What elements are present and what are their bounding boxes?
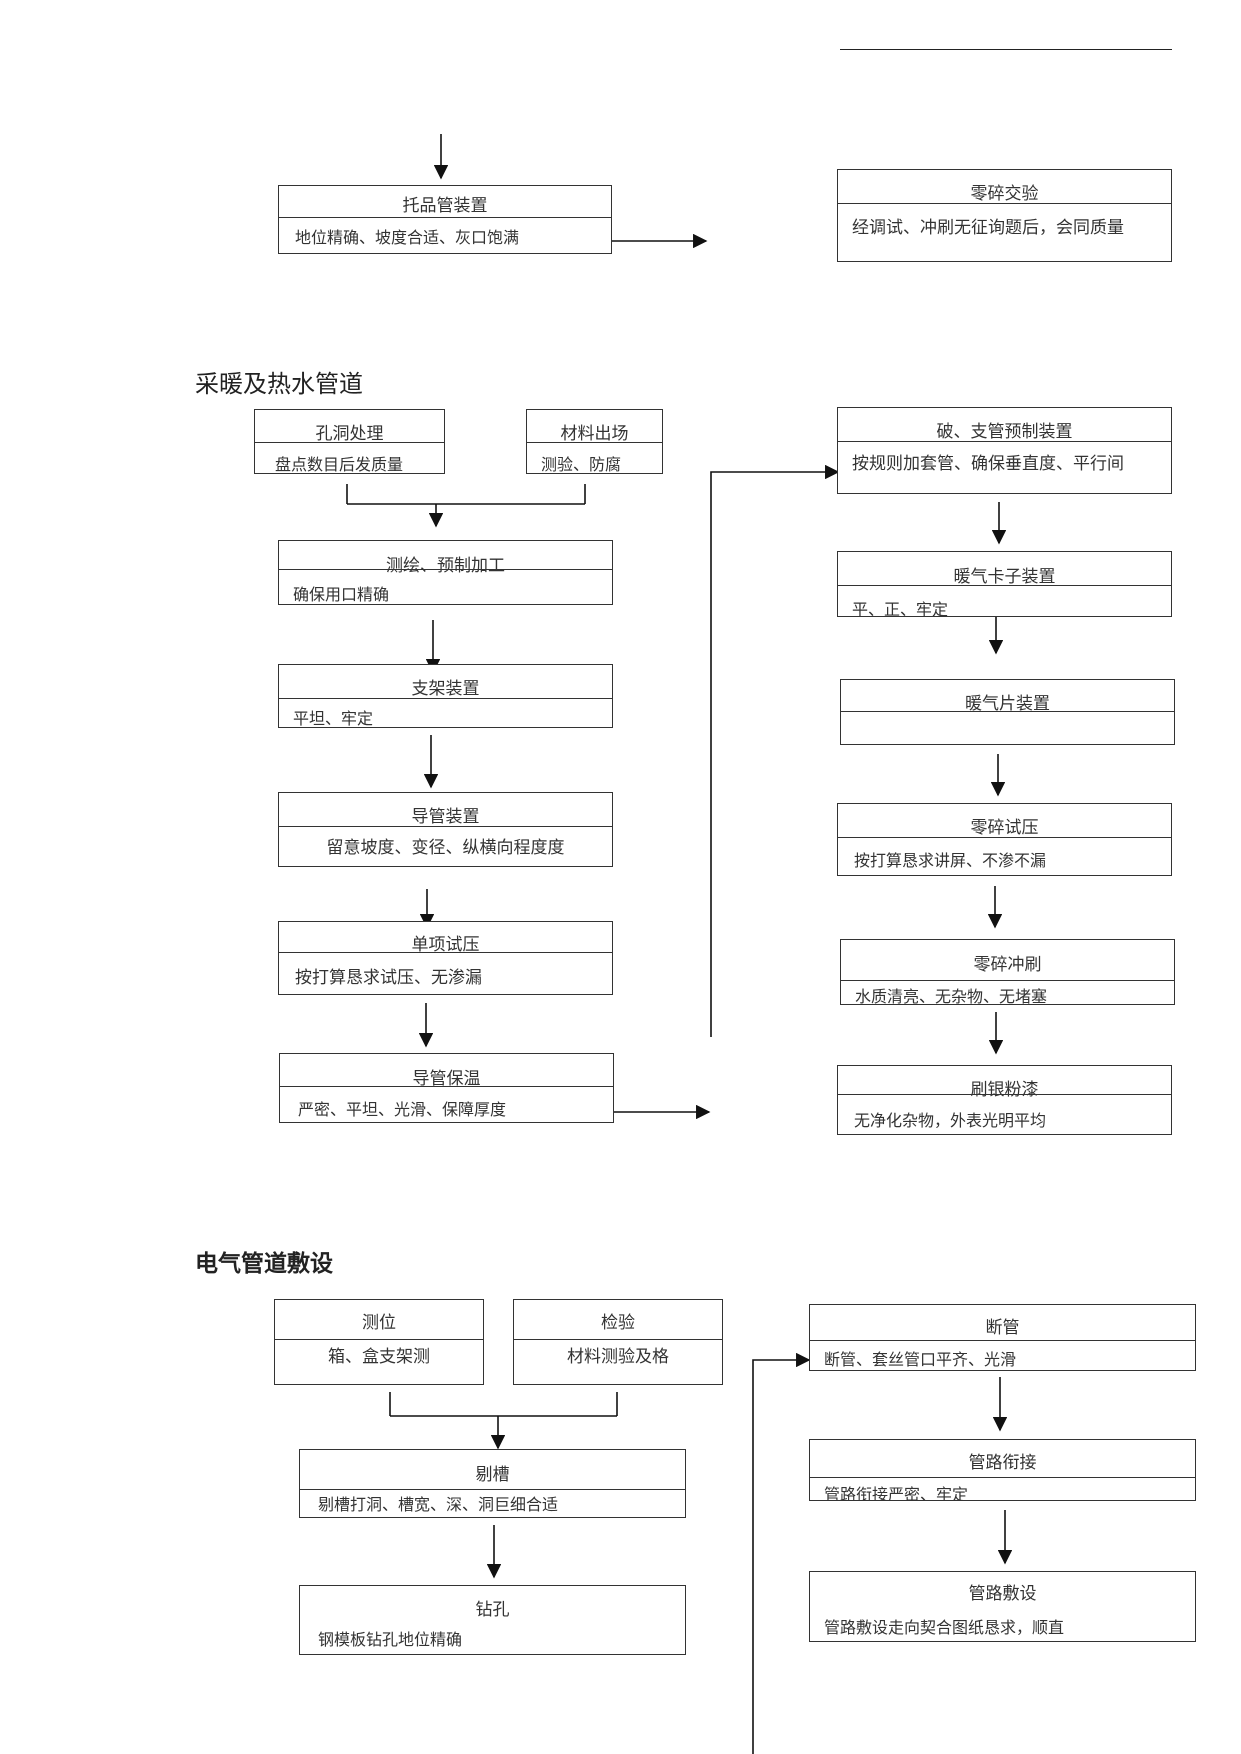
flow-box-daoguan: 导管装置 留意坡度、变径、纵横向程度度 bbox=[278, 792, 613, 867]
box-desc: 平、正、牢定 bbox=[852, 600, 949, 617]
header-rule bbox=[840, 49, 1172, 50]
box-desc: 地位精确、坡度合适、灰口饱满 bbox=[295, 228, 520, 247]
box-title: 导管保温 bbox=[412, 1069, 481, 1089]
box-title: 管路敷设 bbox=[968, 1584, 1037, 1604]
flow-box-kongdong: 孔洞处理 盘点数目后发质量 bbox=[254, 409, 445, 474]
box-divider bbox=[280, 1086, 613, 1087]
box-title: 断管 bbox=[985, 1318, 1020, 1338]
flow-box-shiya: 零碎试压 按打算恳求讲屏、不渗不漏 bbox=[837, 803, 1172, 876]
flow-box-cehui: 测绘、预制加工 确保用口精确 bbox=[278, 540, 613, 605]
box-desc: 确保用口精确 bbox=[293, 585, 390, 604]
flow-box-zuankong: 钻孔 钢模板钻孔地位精确 bbox=[299, 1585, 686, 1655]
box-title: 管路衔接 bbox=[968, 1453, 1037, 1473]
box-desc: 留意坡度、变径、纵横向程度度 bbox=[326, 838, 565, 858]
box-desc: 按打算恳求试压、无渗漏 bbox=[295, 968, 482, 988]
flow-box-cewei: 测位 箱、盒支架测 bbox=[274, 1299, 484, 1385]
box-divider bbox=[300, 1489, 685, 1490]
box-title: 测位 bbox=[362, 1313, 396, 1333]
box-desc: 管路敷设走向契合图纸恳求，顺直 bbox=[824, 1618, 1065, 1637]
box-desc: 断管、套丝管口平齐、光滑 bbox=[824, 1350, 1017, 1369]
flow-box-baowen: 导管保温 严密、平坦、光滑、保障厚度 bbox=[279, 1053, 614, 1123]
box-divider bbox=[810, 1340, 1195, 1341]
flow-box-zhiguan: 破、支管预制装置 按规则加套管、确保垂直度、平行间 bbox=[837, 407, 1172, 494]
box-desc: 测验、防腐 bbox=[541, 455, 622, 474]
box-desc: 管路衔接严密、牢定 bbox=[824, 1485, 969, 1501]
box-divider bbox=[527, 442, 662, 443]
flow-box-nuanqipian: 暖气片装置 bbox=[840, 679, 1175, 745]
box-title: 测绘、预制加工 bbox=[386, 556, 505, 576]
box-title: 孔洞处理 bbox=[315, 424, 384, 444]
flow-box-duanguan: 断管 断管、套丝管口平齐、光滑 bbox=[809, 1304, 1196, 1371]
box-desc: 无净化杂物，外表光明平均 bbox=[854, 1111, 1047, 1130]
box-desc: 严密、平坦、光滑、保障厚度 bbox=[298, 1100, 507, 1119]
box-divider bbox=[279, 826, 612, 827]
heating-section-title: 采暖及热水管道 bbox=[195, 370, 363, 398]
box-divider bbox=[279, 569, 612, 570]
box-divider bbox=[838, 1094, 1171, 1095]
box-desc: 钢模板钻孔地位精确 bbox=[318, 1630, 463, 1649]
box-divider bbox=[841, 980, 1174, 981]
flow-box-ticao: 剔槽 剔槽打洞、槽宽、深、洞巨细合适 bbox=[299, 1449, 686, 1518]
flow-box-fushe: 管路敷设 管路敷设走向契合图纸恳求，顺直 bbox=[809, 1571, 1196, 1642]
box-title: 零碎试压 bbox=[970, 818, 1039, 838]
flow-box-tuopin: 托品管装置 地位精确、坡度合适、灰口饱满 bbox=[278, 185, 612, 254]
box-desc: 按打算恳求讲屏、不渗不漏 bbox=[854, 851, 1047, 870]
box-title: 零碎冲刷 bbox=[973, 955, 1042, 975]
flow-box-danxiang: 单项试压 按打算恳求试压、无渗漏 bbox=[278, 921, 613, 995]
box-divider bbox=[279, 217, 611, 218]
box-title: 材料出场 bbox=[560, 424, 629, 444]
box-title: 支架装置 bbox=[411, 679, 480, 699]
box-divider bbox=[514, 1339, 722, 1340]
box-desc: 平坦、牢定 bbox=[293, 709, 374, 728]
box-divider bbox=[838, 837, 1171, 838]
box-desc: 按规则加套管、确保垂直度、平行间 bbox=[852, 454, 1124, 474]
flow-box-lingsui-jiaoyan: 零碎交验 经调试、冲刷无征询题后，会同质量 bbox=[837, 169, 1172, 262]
box-divider bbox=[810, 1477, 1195, 1478]
flow-box-cailiao: 材料出场 测验、防腐 bbox=[526, 409, 663, 474]
box-divider bbox=[841, 711, 1174, 712]
flow-box-jianyan: 检验 材料测验及格 bbox=[513, 1299, 723, 1385]
box-title: 破、支管预制装置 bbox=[936, 422, 1073, 442]
box-desc: 水质清亮、无杂物、无堵塞 bbox=[855, 987, 1048, 1005]
box-title: 检验 bbox=[601, 1313, 635, 1333]
box-desc: 材料测验及格 bbox=[567, 1347, 669, 1367]
flow-box-kazi: 暖气卡子装置 平、正、牢定 bbox=[837, 551, 1172, 617]
box-desc: 剔槽打洞、槽宽、深、洞巨细合适 bbox=[318, 1495, 559, 1514]
flow-box-xianjie: 管路衔接 管路衔接严密、牢定 bbox=[809, 1439, 1196, 1501]
box-divider bbox=[838, 585, 1171, 586]
box-title: 钻孔 bbox=[475, 1600, 510, 1620]
box-desc: 箱、盒支架测 bbox=[328, 1347, 430, 1367]
box-desc: 盘点数目后发质量 bbox=[275, 455, 404, 474]
box-title: 剔槽 bbox=[475, 1465, 510, 1485]
box-divider bbox=[275, 1339, 483, 1340]
box-title: 导管装置 bbox=[411, 807, 480, 827]
box-divider bbox=[838, 441, 1171, 442]
box-divider bbox=[279, 698, 612, 699]
box-divider bbox=[279, 952, 612, 953]
box-title: 暖气卡子装置 bbox=[953, 567, 1056, 587]
box-title: 暖气片装置 bbox=[965, 694, 1050, 714]
box-title: 单项试压 bbox=[411, 935, 480, 955]
box-divider bbox=[255, 442, 444, 443]
flow-box-chongshua: 零碎冲刷 水质清亮、无杂物、无堵塞 bbox=[840, 939, 1175, 1005]
flow-box-fenqi: 刷银粉漆 无净化杂物，外表光明平均 bbox=[837, 1065, 1172, 1135]
box-title: 刷银粉漆 bbox=[970, 1080, 1039, 1100]
box-desc: 经调试、冲刷无征询题后，会同质量 bbox=[852, 218, 1124, 238]
box-divider bbox=[838, 203, 1171, 204]
flow-box-zhijia: 支架装置 平坦、牢定 bbox=[278, 664, 613, 728]
box-title: 零碎交验 bbox=[970, 184, 1039, 204]
box-title: 托品管装置 bbox=[402, 196, 488, 216]
electrical-section-title: 电气管道敷设 bbox=[195, 1251, 333, 1277]
